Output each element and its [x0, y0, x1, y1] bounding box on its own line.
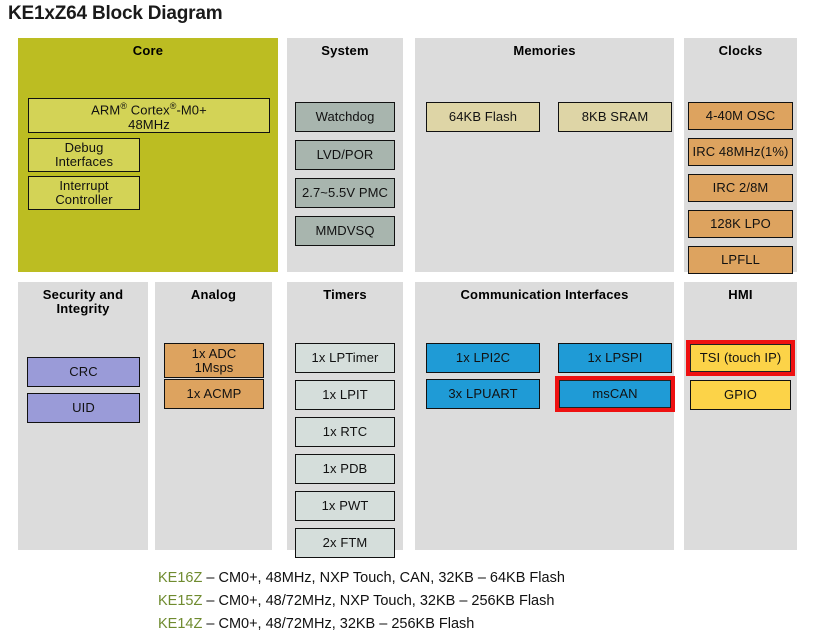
panel-core: Core ARM® Cortex®-M0+ 48MHz Debug Interf… [18, 38, 278, 272]
block-lpuart[interactable]: 3x LPUART [426, 379, 540, 409]
panel-communication-title: Communication Interfaces [460, 287, 629, 302]
panel-system: System Watchdog LVD/POR 2.7~5.5V PMC MMD… [287, 38, 403, 272]
block-acmp[interactable]: 1x ACMP [164, 379, 264, 409]
block-lvd-por[interactable]: LVD/POR [295, 140, 395, 170]
block-rtc[interactable]: 1x RTC [295, 417, 395, 447]
block-irc-2-8m[interactable]: IRC 2/8M [688, 174, 793, 202]
block-arm-cortex-m0-label: ARM® Cortex®-M0+ 48MHz [91, 101, 207, 132]
panel-security: Security and Integrity CRC UID [18, 282, 148, 550]
block-lpfll[interactable]: LPFLL [688, 246, 793, 274]
block-watchdog[interactable]: Watchdog [295, 102, 395, 132]
page-title: KE1xZ64 Block Diagram [8, 3, 223, 24]
block-adc[interactable]: 1x ADC 1Msps [164, 343, 264, 378]
legend-row: KE15Z – CM0+, 48/72MHz, NXP Touch, 32KB … [158, 590, 565, 613]
block-lptimer[interactable]: 1x LPTimer [295, 343, 395, 373]
legend-key-ke16z: KE16Z [158, 570, 203, 586]
panel-clocks-title: Clocks [718, 43, 763, 58]
block-arm-cortex-m0[interactable]: ARM® Cortex®-M0+ 48MHz [28, 98, 270, 133]
block-pmc[interactable]: 2.7~5.5V PMC [295, 178, 395, 208]
block-pwt[interactable]: 1x PWT [295, 491, 395, 521]
block-interrupt-controller[interactable]: Interrupt Controller [28, 176, 140, 210]
legend-row: KE16Z – CM0+, 48MHz, NXP Touch, CAN, 32K… [158, 567, 565, 590]
panel-hmi: HMI TSI (touch IP) GPIO [684, 282, 797, 550]
block-mmdvsq[interactable]: MMDVSQ [295, 216, 395, 246]
block-tsi[interactable]: TSI (touch IP) [686, 340, 795, 376]
block-pdb[interactable]: 1x PDB [295, 454, 395, 484]
panel-communication: Communication Interfaces 1x LPI2C 1x LPS… [415, 282, 675, 550]
block-128k-lpo[interactable]: 128K LPO [688, 210, 793, 238]
panel-hmi-title: HMI [728, 287, 753, 302]
panel-clocks: Clocks 4-40M OSC IRC 48MHz(1%) IRC 2/8M … [684, 38, 797, 274]
legend-key-ke14z: KE14Z [158, 616, 203, 632]
legend-key-ke15z: KE15Z [158, 593, 203, 609]
panel-timers-title: Timers [323, 287, 367, 302]
block-osc[interactable]: 4-40M OSC [688, 102, 793, 130]
panel-analog-title: Analog [190, 287, 237, 302]
panel-analog: Analog 1x ADC 1Msps 1x ACMP [155, 282, 272, 550]
legend-desc-ke15z: – CM0+, 48/72MHz, NXP Touch, 32KB – 256K… [206, 593, 555, 609]
legend-desc-ke16z: – CM0+, 48MHz, NXP Touch, CAN, 32KB – 64… [206, 570, 565, 586]
legend-row: KE14Z – CM0+, 48/72MHz, 32KB – 256KB Fla… [158, 613, 565, 636]
panel-memories-title: Memories [513, 43, 576, 58]
block-ftm[interactable]: 2x FTM [295, 528, 395, 558]
block-arm-cortex-m0-label2: 48MHz [128, 116, 170, 132]
block-lpspi[interactable]: 1x LPSPI [558, 343, 672, 373]
block-adc-label: 1x ADC 1Msps [191, 345, 237, 375]
block-irc-48mhz[interactable]: IRC 48MHz(1%) [688, 138, 793, 166]
block-mscan[interactable]: msCAN [555, 376, 675, 412]
panel-memories: Memories 64KB Flash 8KB SRAM [415, 38, 674, 272]
block-flash[interactable]: 64KB Flash [426, 102, 540, 132]
panel-security-title: Security and Integrity [42, 287, 124, 316]
block-gpio[interactable]: GPIO [690, 380, 791, 410]
panel-core-title: Core [132, 43, 164, 58]
legend-desc-ke14z: – CM0+, 48/72MHz, 32KB – 256KB Flash [206, 616, 475, 632]
block-debug-interfaces[interactable]: Debug Interfaces [28, 138, 140, 172]
panel-timers: Timers 1x LPTimer 1x LPIT 1x RTC 1x PDB … [287, 282, 403, 558]
block-sram[interactable]: 8KB SRAM [558, 102, 672, 132]
block-lpi2c[interactable]: 1x LPI2C [426, 343, 540, 373]
legend: KE16Z – CM0+, 48MHz, NXP Touch, CAN, 32K… [158, 567, 565, 636]
block-interrupt-controller-label: Interrupt Controller [55, 178, 113, 207]
block-crc[interactable]: CRC [27, 357, 140, 387]
panel-system-title: System [321, 43, 369, 58]
block-debug-interfaces-label: Debug Interfaces [54, 140, 114, 169]
block-lpit[interactable]: 1x LPIT [295, 380, 395, 410]
block-uid[interactable]: UID [27, 393, 140, 423]
